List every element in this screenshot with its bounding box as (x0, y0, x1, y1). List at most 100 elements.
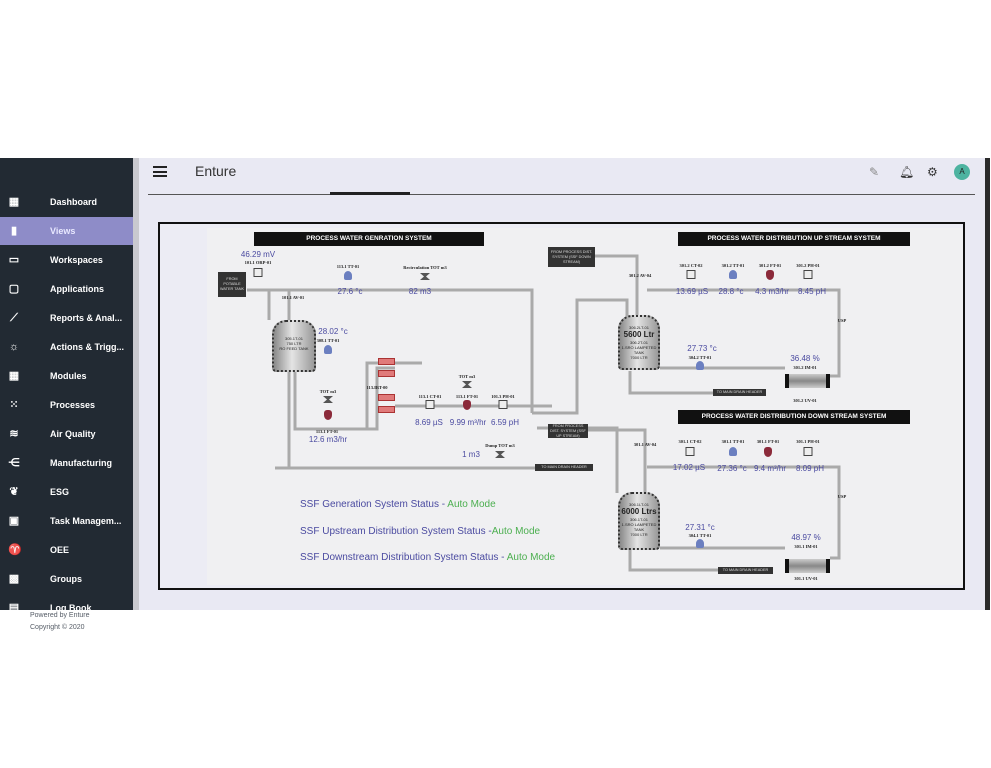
dashboard-icon: ▦ (8, 196, 20, 208)
dump-value: 1 m3 (462, 450, 480, 459)
tt-tag: 113.1 TT-01 (336, 264, 360, 269)
upstream-title: PROCESS WATER DISTRIBUTION UP STREAM SYS… (678, 232, 910, 246)
sidebar-item-manufacturing[interactable]: ⋲Manufacturing (0, 449, 133, 477)
pipe-gen-feed (267, 290, 291, 468)
status-label: SSF Upstream Distribution System Status … (300, 526, 492, 537)
sidebar-item-workspaces[interactable]: ▭ Workspaces (0, 246, 133, 274)
tank-label: 306.2T-01 (629, 340, 648, 345)
down-usp-tag: USP (837, 494, 847, 499)
up-tank-tt-value: 27.73 °c (687, 344, 717, 353)
up-im-value: 36.48 % (790, 354, 820, 363)
tank-label: 1.SRO LAMPETED TANK (621, 522, 657, 532)
sidebar-item-dashboard[interactable]: ▦Dashboard (0, 188, 133, 216)
sidebar-item-label: Actions & Trigg... (50, 342, 125, 352)
bell-icon[interactable]: 🔔︎ (899, 165, 915, 179)
pencil-icon[interactable]: ✎ (869, 165, 880, 179)
heater-icon (378, 406, 395, 413)
up-tank-tt-tag: 304.2 TT-01 (688, 355, 712, 360)
av-tag: 101.1 AV-01 (281, 295, 305, 300)
gear-icon[interactable]: ⚙ (927, 165, 938, 179)
conductivity-gauge-icon (425, 400, 435, 409)
ph-value: 6.59 pH (490, 418, 520, 427)
sidebar-item-label: Groups (50, 574, 83, 584)
sidebar-item-label: OEE (50, 545, 70, 555)
sidebar-item-label: Workspaces (50, 255, 103, 265)
status-mode: Auto Mode (506, 552, 556, 563)
pipe-down-drain (628, 550, 718, 572)
sidebar-item-views[interactable]: ▮Views (0, 217, 133, 245)
sidebar-item-processes[interactable]: ⁙Processes (0, 391, 133, 419)
recirc-value: 82 m3 (408, 287, 432, 296)
orp-value: 46.29 mV (240, 250, 276, 259)
orp-gauge-icon (253, 268, 263, 277)
status-mode: Auto Mode (447, 499, 496, 510)
temperature-sensor-icon (344, 271, 352, 280)
sidebar-scrollbar[interactable] (133, 158, 139, 610)
sidebar-item-air-quality[interactable]: ≋ Air Quality (0, 420, 133, 448)
up-ft-tag: 301.2 FT-01 (758, 263, 782, 268)
sidebar-footer-copyright: Copyright © 2020 (30, 624, 85, 631)
orp-tag: 101.1 ORP-01 (244, 260, 272, 265)
ct-tag: 113.1 CT-01 (418, 394, 442, 399)
pipe-up-drain (628, 371, 713, 395)
book-icon: ▤ (8, 602, 20, 610)
down-im-value: 48.97 % (791, 533, 821, 542)
ph-gauge-icon (498, 400, 508, 409)
sidebar-item-reports-anal[interactable]: ⟋Reports & Anal... (0, 304, 133, 332)
sidebar-item-applications[interactable]: ▢Applications (0, 275, 133, 303)
sidebar-item-label: Processes (50, 400, 96, 410)
down-ft-tag: 301.1 FT-01 (756, 439, 780, 444)
down-ph-value: 8.09 pH (795, 464, 825, 473)
sidebar-item-modules[interactable]: ▦ Modules (0, 362, 133, 390)
tank-label: 7000 LTR (630, 355, 648, 360)
sidebar-item-log-book[interactable]: ▤Log Book (0, 594, 133, 610)
window-icon: ▢ (8, 283, 20, 295)
pipe-ro-loop (365, 361, 422, 429)
tank-label: 1.SRO LAMPETED TANK (621, 345, 657, 355)
sidebar-item-label: Modules (50, 371, 87, 381)
process-diagram: PROCESS WATER GENRATION SYSTEM PROCESS W… (207, 228, 963, 585)
status-label: SSF Generation System Status - (300, 499, 448, 510)
down-tt-value: 27.36 °c (717, 464, 747, 473)
menu-icon[interactable] (153, 166, 167, 177)
sidebar-item-label: ESG (50, 487, 70, 497)
alarm-icon: ☼ (8, 341, 20, 353)
pipe-tank-out (293, 366, 395, 431)
grid-icon: ▦ (8, 370, 20, 382)
flow-meter-icon (463, 400, 471, 410)
flow-meter-icon (766, 270, 774, 280)
header-divider (148, 194, 975, 195)
up-usp-tag: USP (837, 318, 847, 323)
valve-icon (495, 451, 505, 458)
pipe-down-loop (647, 465, 841, 560)
up-ct-value: 13.69 µS (675, 287, 709, 296)
down-tank-tt-tag: 304.1 TT-01 (688, 533, 712, 538)
temperature-sensor-icon (729, 447, 737, 456)
sidebar-item-label: Air Quality (50, 429, 96, 439)
air-icon: ≋ (9, 428, 19, 440)
sidebar-item-task-managem[interactable]: ▣Task Managem... (0, 507, 133, 535)
down-uv-tag: 301.1 UV-01 (794, 576, 818, 581)
temperature-sensor-icon (729, 270, 737, 279)
tank-label: 306.1LT-01 (629, 502, 649, 507)
sidebar-item-esg[interactable]: ❦ESG (0, 478, 133, 506)
uv-unit-icon (785, 374, 830, 388)
down-ct-value: 17.02 µS (672, 463, 706, 472)
down-im-tag: 301.1 IM-01 (794, 544, 818, 549)
folder-icon: ▭ (8, 254, 20, 266)
down-tt-tag: 301.1 TT-01 (721, 439, 745, 444)
up-tt-value: 28.8 °c (718, 287, 744, 296)
sidebar-item-oee[interactable]: ♈OEE (0, 536, 133, 564)
sidebar-footer: Powered by Enture Copyright © 2020 (0, 612, 134, 638)
from-upstream-box: FROM PROCESS DIST. SYSTEM (SSF UP STREAM… (548, 424, 588, 438)
sidebar-footer-powered: Powered by Enture (30, 612, 90, 619)
temperature-sensor-icon (696, 539, 704, 548)
sidebar-item-actions-trigg[interactable]: ☼ Actions & Trigg... (0, 333, 133, 361)
sidebar-item-groups[interactable]: ▩Groups (0, 565, 133, 593)
active-tab-indicator[interactable] (330, 192, 410, 195)
drain-header-box: TO MAIN DRAIN HEADER (713, 389, 766, 396)
ft-value: 9.99 m³/hr (449, 418, 487, 427)
page-scrollbar[interactable] (985, 158, 990, 610)
avatar[interactable]: A (954, 164, 970, 180)
ct-value: 8.69 µS (415, 418, 443, 427)
